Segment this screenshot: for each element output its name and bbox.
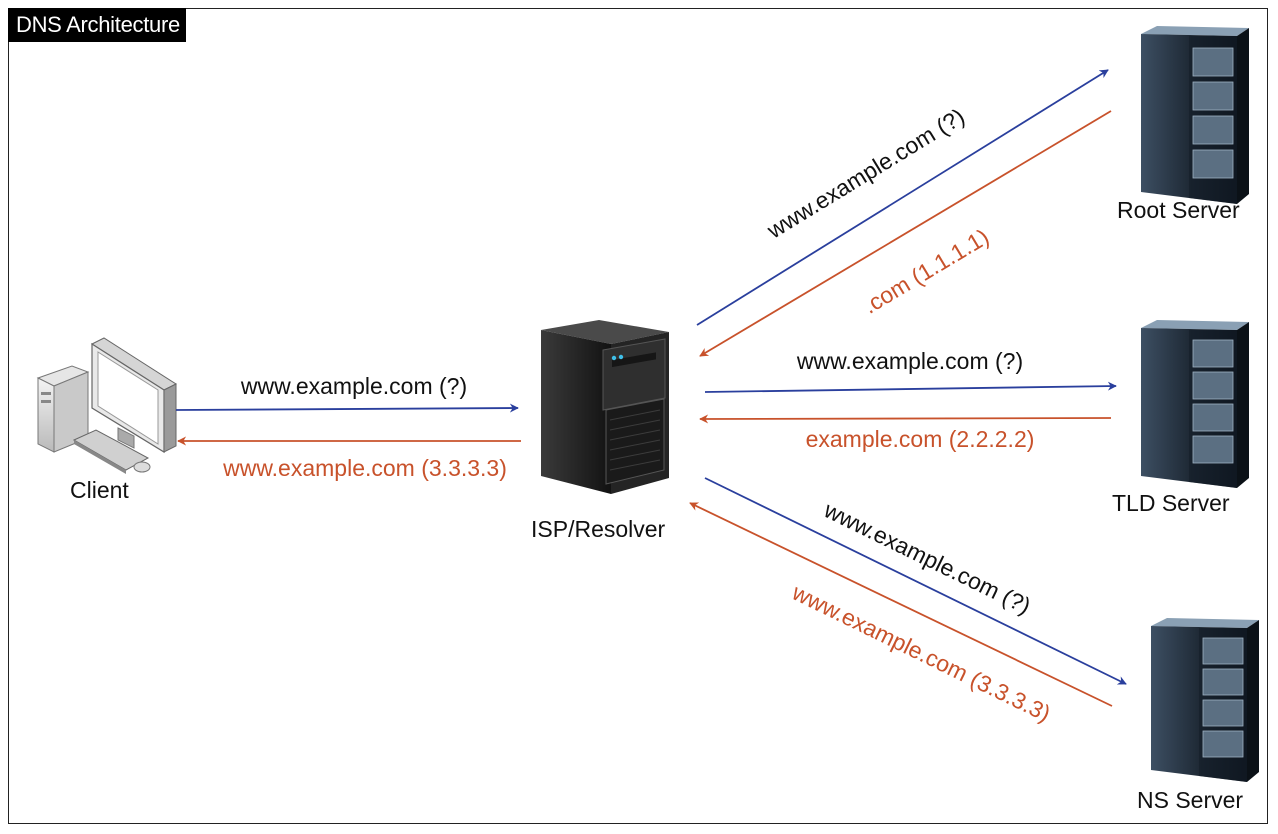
ns-query-arrow [704,477,1127,685]
tld-answer-arrow [699,414,1112,424]
client-answer-label: www.example.com (3.3.3.3) [222,455,507,481]
client-query-label: www.example.com (?) [240,373,467,399]
ns-query-label: www.example.com (?) [819,496,1035,619]
root-query-arrow [696,69,1109,326]
tld-answer-label: example.com (2.2.2.2) [806,426,1035,452]
root-query-label: www.example.com (?) [762,103,969,244]
diagram-frame [8,8,1268,824]
root-server-icon [1141,26,1249,204]
root-answer-label: .com (1.1.1.1) [858,223,993,318]
tld-server-icon [1141,320,1249,488]
root-server-label: Root Server [1117,197,1240,223]
resolver-server-icon [541,320,669,494]
client-label: Client [70,477,129,503]
client-query-arrow [175,403,519,413]
root-answer-arrow [699,110,1112,357]
ns-server-label: NS Server [1137,787,1244,813]
diagram-title: DNS Architecture [8,8,186,42]
tld-query-label: www.example.com (?) [796,348,1023,374]
ns-answer-arrow [689,502,1113,707]
tld-server-label: TLD Server [1112,490,1230,516]
ns-server-icon [1151,618,1259,782]
tld-query-arrow [704,381,1117,393]
resolver-label: ISP/Resolver [531,516,666,542]
client-computer-icon [36,337,178,474]
